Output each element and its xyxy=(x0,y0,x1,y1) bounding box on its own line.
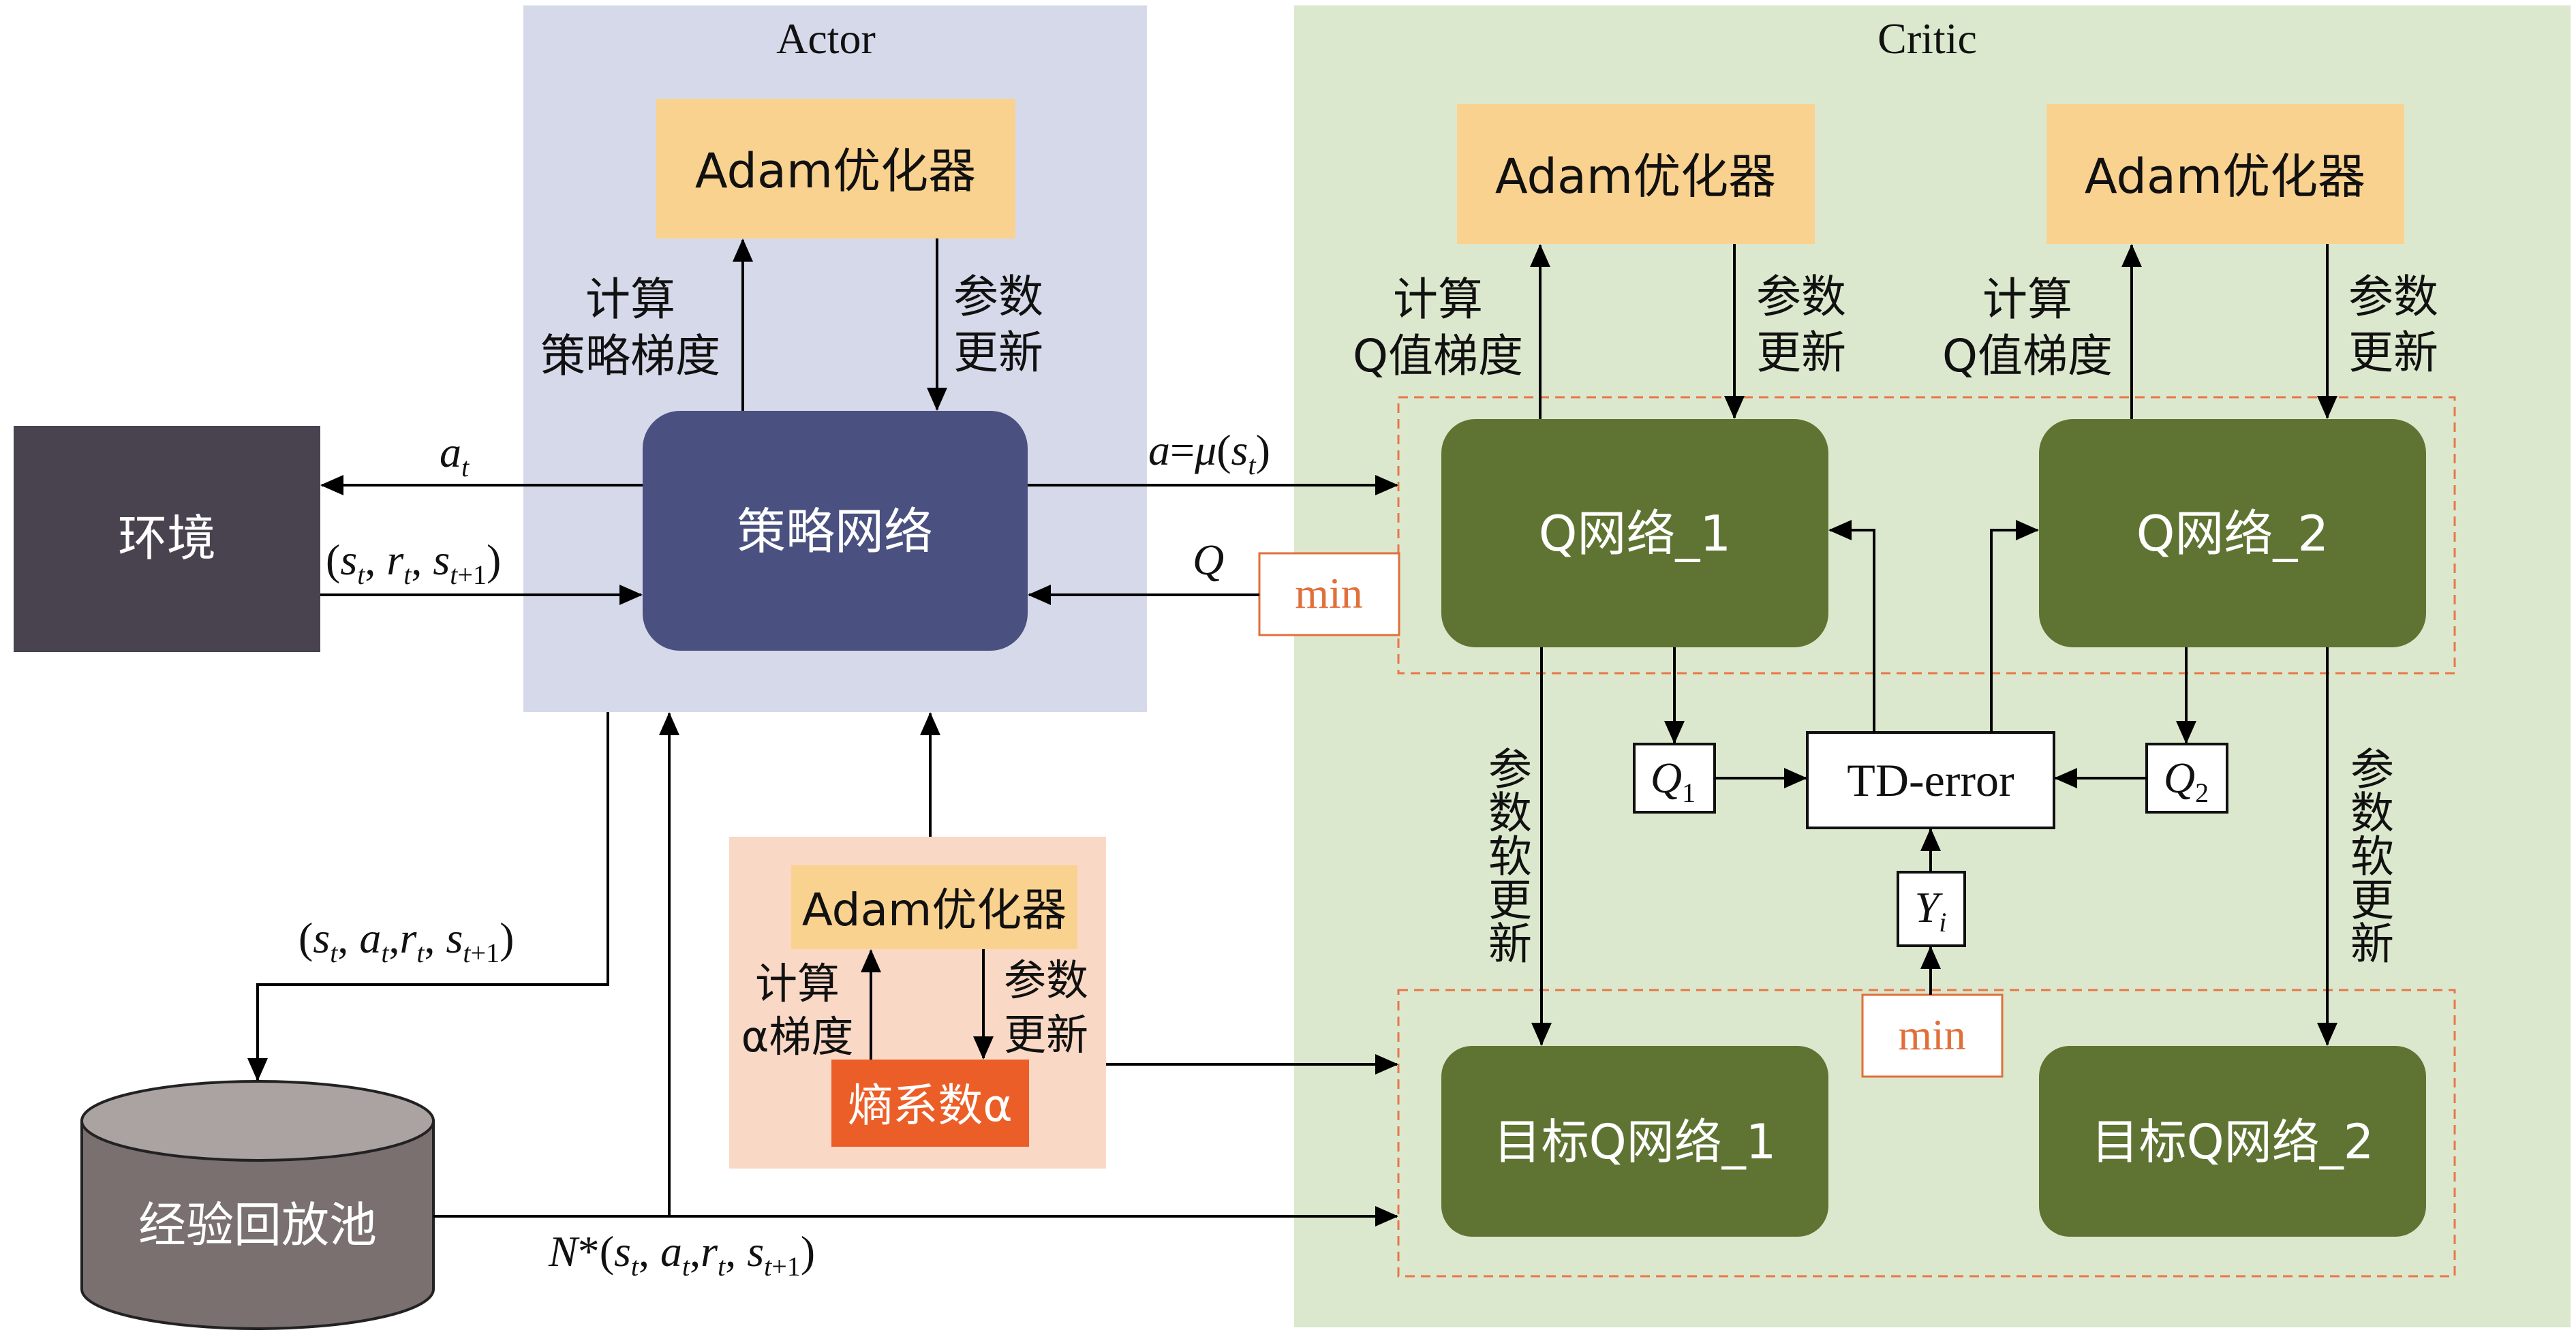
critic-adam-box-2 xyxy=(2046,104,2404,244)
actor-calc-label-2: 策略梯度 xyxy=(540,330,720,382)
td-error-box xyxy=(1806,731,2055,829)
alpha-adam-label: Adam优化器 xyxy=(802,884,1067,936)
policy-network-box xyxy=(643,411,1028,651)
entropy-coefficient-label: 熵系数α xyxy=(848,1079,1013,1132)
target-q-network-1-box xyxy=(1441,1046,1828,1237)
target-q-network-1-label: 目标Q网络_1 xyxy=(1494,1114,1777,1170)
critic-title: Critic xyxy=(1877,14,1977,63)
target-q-network-2-box xyxy=(2039,1046,2426,1237)
alpha-calc-label-2: α梯度 xyxy=(741,1012,854,1062)
target-networks-group xyxy=(1397,989,2456,1278)
q1-label: Q1 xyxy=(1651,754,1696,808)
critic-adam-label-2: Adam优化器 xyxy=(2085,149,2365,204)
actor-update-label-2: 更新 xyxy=(953,326,1043,379)
arrow-policy-to-buffer xyxy=(247,712,609,1081)
critic-adam-label-1: Adam优化器 xyxy=(1495,149,1776,204)
label-buffer-store: (st, at,rt, st+1) xyxy=(298,914,514,968)
label-env-transition: (st, rt, st+1) xyxy=(326,536,501,590)
alpha-update-label-1: 参数 xyxy=(1004,955,1088,1005)
label-q: Q xyxy=(1193,536,1224,584)
critic-update-label-2a: 参数 xyxy=(2348,271,2438,323)
critic-adam-box-1 xyxy=(1457,104,1815,244)
min-label-q: min xyxy=(1295,569,1363,617)
critic-update-label-1a: 参数 xyxy=(1756,271,1846,323)
yi-box xyxy=(1897,871,1966,947)
environment-box xyxy=(14,426,320,652)
target-q-network-2-label: 目标Q网络_2 xyxy=(2091,1114,2374,1170)
yi-label: Yi xyxy=(1915,883,1947,938)
replay-buffer-label: 经验回放池 xyxy=(138,1197,377,1253)
min-box-q xyxy=(1258,552,1400,636)
entropy-coefficient-box xyxy=(831,1060,1029,1147)
label-at: at xyxy=(440,428,470,482)
label-a-mu: a=μ(st) xyxy=(1148,426,1270,480)
q-network-1-label: Q网络_1 xyxy=(1539,505,1731,562)
critic-calc-label-1b: Q值梯度 xyxy=(1353,330,1523,382)
q-network-1-box xyxy=(1441,419,1828,647)
alpha-update-label-2: 更新 xyxy=(1004,1010,1088,1060)
actor-title: Actor xyxy=(776,14,876,63)
actor-update-label-1: 参数 xyxy=(953,271,1043,323)
q-network-2-box xyxy=(2039,419,2426,647)
q2-label: Q2 xyxy=(2164,754,2209,808)
td-error-label: TD-error xyxy=(1847,754,2014,806)
critic-update-label-1b: 更新 xyxy=(1756,326,1846,379)
actor-adam-label: Adam优化器 xyxy=(695,143,976,199)
critic-calc-label-2a: 计算 xyxy=(1982,273,2072,326)
soft-update-label-1: 参数软更新 xyxy=(1481,746,1531,964)
critic-calc-label-1a: 计算 xyxy=(1393,273,1483,326)
replay-buffer: 经验回放池 xyxy=(80,1080,435,1330)
min-label-target: min xyxy=(1898,1010,1966,1059)
arrow-td-to-q2 xyxy=(1990,520,2039,732)
alpha-adam-box xyxy=(791,865,1077,949)
min-box-target xyxy=(1861,993,2004,1078)
q-network-2-label: Q网络_2 xyxy=(2136,505,2329,562)
arrow-td-to-q1 xyxy=(1828,520,1875,732)
policy-network-label: 策略网络 xyxy=(737,503,933,560)
q2-box xyxy=(2145,743,2228,814)
label-batch-sample: N*(st, at,rt, st+1) xyxy=(548,1227,815,1282)
environment-label: 环境 xyxy=(118,510,216,567)
critic-calc-label-2b: Q值梯度 xyxy=(1942,330,2113,382)
q-networks-group xyxy=(1397,396,2456,675)
actor-calc-label-1: 计算 xyxy=(585,273,675,326)
critic-update-label-2b: 更新 xyxy=(2348,326,2438,379)
actor-adam-box xyxy=(656,99,1015,238)
soft-update-label-2: 参数软更新 xyxy=(2343,746,2393,964)
alpha-calc-label-1: 计算 xyxy=(755,959,840,1008)
